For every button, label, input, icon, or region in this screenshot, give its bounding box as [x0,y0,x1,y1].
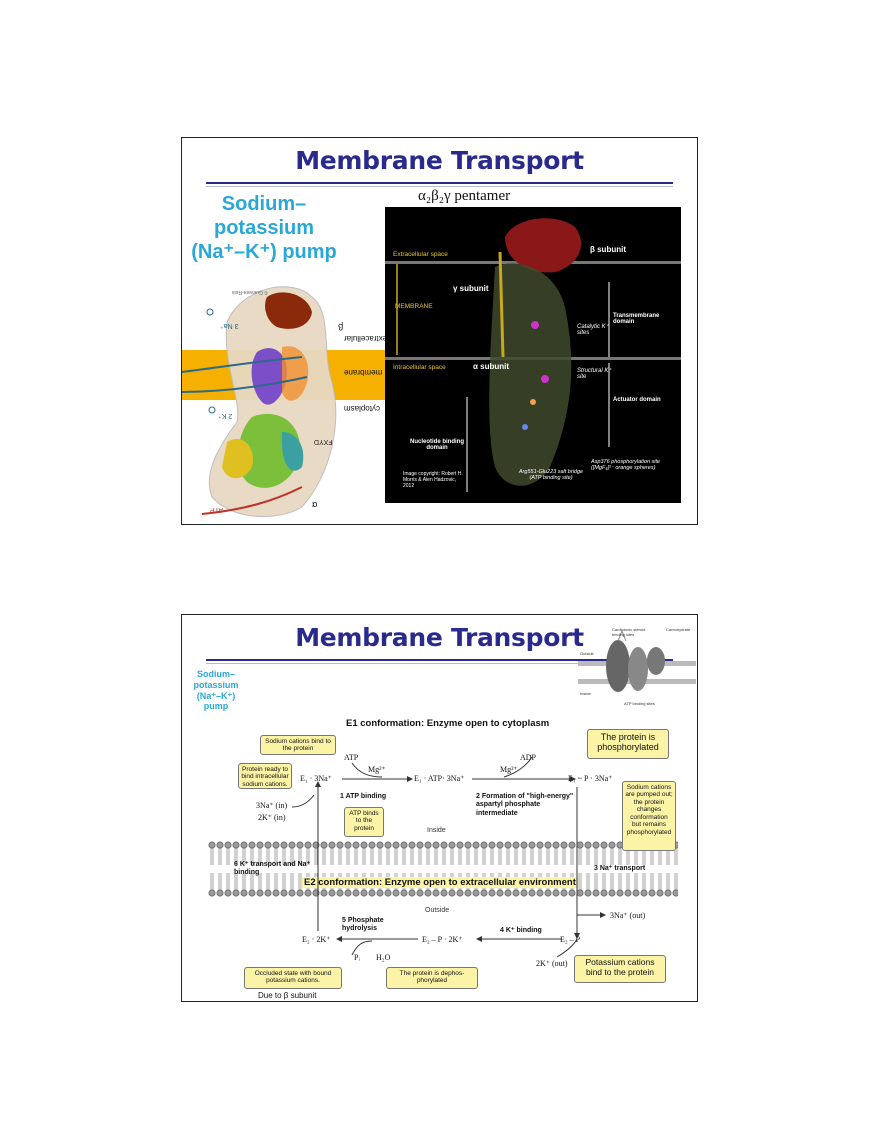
cycle-arrows [291,756,606,958]
cardiotonic-label: Cardiotonic steroid binding sites [612,627,646,637]
mg-label-2: Mg²⁺ [500,765,518,774]
crystal-structure-illustration [385,218,681,492]
inside-label: Inside [427,827,446,834]
transmembrane-domain-label: Transmembrane domain [613,313,660,325]
inside-label: Inside [580,691,591,696]
atp-label: ATP [344,753,359,762]
atp-sites-label: ATP binding sites [624,701,655,706]
k-label: 2 K⁺ [218,412,233,419]
extracellular-space-label: Extracellular space [393,251,448,258]
na-in-label: 3Na⁺ (in) [256,801,288,810]
adp-label: ADP [520,753,537,762]
species-e1-atp-na: E₁ · ATP· 3Na⁺ [414,774,465,783]
membrane-band-label: MEMBRANE [395,303,433,310]
title-rule-thin [206,186,673,187]
actuator-domain-label: Actuator domain [613,397,661,403]
callout-potassium: Potassium cations bind to the protein [574,955,666,983]
step-5-label: 5 Phosphate hydrolysis [342,917,384,933]
slide-1: Membrane Transport Sodium–potassium (Na⁺… [181,137,698,525]
slide-2: Membrane Transport Sodium–potassium (Na⁺… [181,614,698,1002]
intracellular-space-label: Intracellular space [393,364,446,371]
alpha-subunit-label: α subunit [473,362,510,371]
e1-conformation-title: E1 conformation: Enzyme open to cytoplas… [346,718,550,729]
species-e2-p-k: E₂ – P · 2K⁺ [422,935,463,944]
pump-thumbnail: Cardiotonic steroid binding sites Carboh… [578,621,696,711]
step-1-label: 1 ATP binding [340,793,387,800]
pentamer-label: α₂β₂γ pentamer [418,188,511,204]
na-out-label: 3Na⁺ (out) [610,911,646,920]
image-copyright: Image copyright: Robert H. Morris & Alen… [403,471,463,489]
e2-conformation-title: E2 conformation: Enzyme open to extracel… [302,877,578,888]
species-e2-p: E₂ – P [560,935,581,944]
callout-dephos: The protein is dephos-phorylated [386,967,478,989]
pump-title: Sodium–potassium (Na⁺–K⁺) pump [191,193,337,263]
k-out-label: 2K⁺ (out) [536,959,568,968]
pump-structure-illustration [182,286,386,518]
alpha-label: α [312,500,318,510]
beta-subunit-label: β subunit [590,245,626,254]
outside-label: Outside [580,651,594,656]
due-to-beta-label: Due to β subunit [258,991,317,1000]
outside-label: Outside [425,907,450,914]
callout-phosphorylated: The protein is phosphorylated [587,729,669,759]
gamma-subunit-label: γ subunit [453,284,489,293]
h2o-label: H₂O [376,953,391,962]
k-in-label: 2K⁺ (in) [258,813,286,822]
slide-title: Membrane Transport [295,146,584,175]
extracellular-label: extracellular [344,334,388,343]
structural-site-label: Structural K⁺ site [577,368,612,380]
pi-label: Pᵢ [354,953,360,962]
title-rule [206,659,673,661]
atp-label: ATP [210,506,224,513]
nucleotide-domain-label: Nucleotide binding domain [410,439,464,451]
pump-structure-figure: © Guevara-Reis extracellular membrane cy… [182,282,388,524]
callout-pumped: Sodium cations are pumped out; the prote… [622,781,676,851]
callout-ready: Protein ready to bind intracellular sodi… [238,763,292,789]
na-label: 3 Na⁺ [220,322,239,329]
step-3-label: 3 Na⁺ transport [594,865,646,872]
callout-sodium-bind: Sodium cations bind to the protein [260,735,336,755]
callout-occluded: Occluded state with bound potassium cati… [244,967,342,989]
fxyd-label: FXYD [314,438,333,445]
title-rule [206,182,673,184]
cytoplasm-label: cytoplasm [344,404,381,413]
callout-atp-binds: ATP binds to the protein [344,807,384,837]
asp-site-label: Asp376 phosphorylation site ([MgF₄]²⁻ or… [591,459,661,471]
step-2-label: 2 Formation of "high-energy" aspartyl ph… [476,793,574,817]
catalytic-sites-label: Catalytic K⁺ sites [577,324,609,336]
species-e2-k: E₂ · 2K⁺ [302,935,331,944]
beta-label: β [338,322,344,332]
salt-bridge-label: Arg551-Glu223 salt bridge (ATP binding s… [518,469,584,481]
slide-title: Membrane Transport [295,623,584,652]
membrane-label: membrane [344,368,383,377]
step-4-label: 4 K⁺ binding [500,927,542,934]
species-e1-na: E₁ · 3Na⁺ [300,774,332,783]
step-6-label: 6 K⁺ transport and Na⁺ binding [234,861,311,877]
species-e1-p-na: E₁ ~ P · 3Na⁺ [568,774,613,783]
pump-title: Sodium–potassium (Na⁺–K⁺) pump [193,669,239,712]
title-rule-thin [206,663,673,664]
carbohydrate-label: Carbohydrate [666,627,691,632]
pump-thumbnail-illustration [578,629,696,692]
copyright-label: © Guevara-Reis [232,289,268,295]
pump-crystal-figure: Extracellular space MEMBRANE Intracellul… [385,207,681,503]
mg-label-1: Mg²⁺ [368,765,386,774]
